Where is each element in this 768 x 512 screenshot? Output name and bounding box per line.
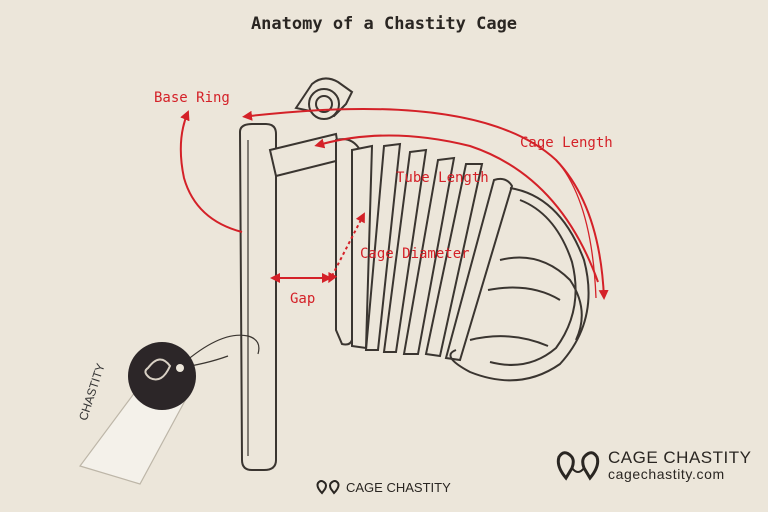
brand-bottom-name: CAGE CHASTITY xyxy=(346,479,451,495)
annotations xyxy=(179,107,609,300)
label-base-ring: Base Ring xyxy=(154,90,230,106)
brand-right-name: CAGE CHASTITY xyxy=(608,447,752,467)
page-title: Anatomy of a Chastity Cage xyxy=(250,14,518,34)
cage-length-arrow-inner xyxy=(555,159,597,299)
brand-bottom: CAGE CHASTITY xyxy=(316,479,451,495)
base-ring-shape xyxy=(238,123,277,471)
base-ring-arrow xyxy=(179,110,243,233)
label-gap: Gap xyxy=(290,291,316,307)
label-tube-length: Tube Length xyxy=(396,170,489,186)
label-cage-diameter: Cage Diameter xyxy=(360,246,470,262)
tag-logo-icon xyxy=(144,358,172,381)
brand-right: CAGE CHASTITY cagechastity.com xyxy=(556,448,751,482)
brand-right-url: cagechastity.com xyxy=(608,465,725,482)
product-tag xyxy=(79,342,196,485)
cage-length-arrow xyxy=(242,107,609,300)
two-hearts-logo-icon xyxy=(556,451,600,481)
label-cage-length: Cage Length xyxy=(520,135,613,151)
two-hearts-logo-icon xyxy=(316,480,340,495)
tube-length-arrow xyxy=(314,134,599,283)
